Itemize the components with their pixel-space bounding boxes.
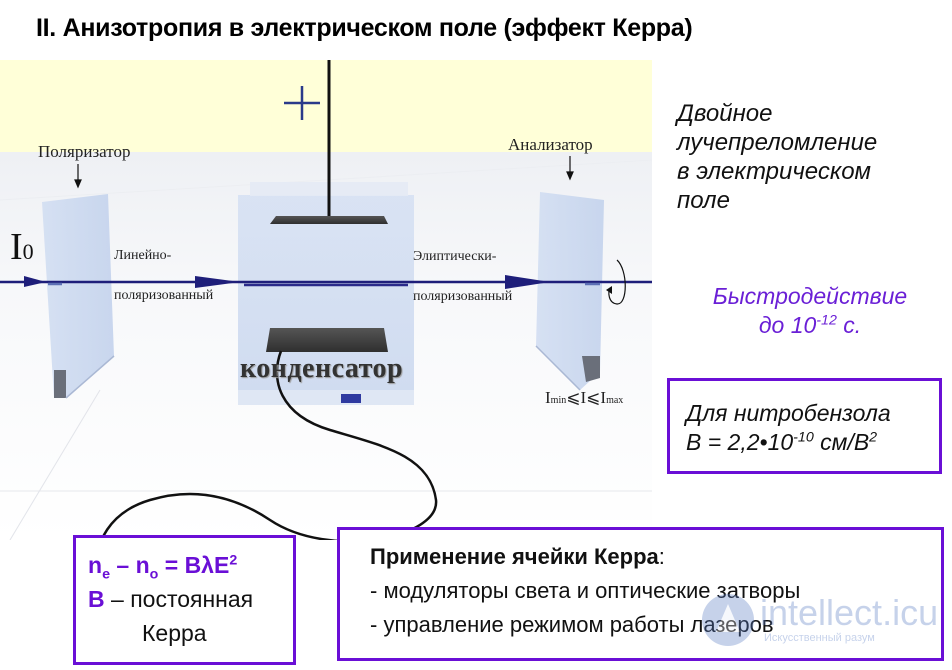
beam-arrow — [505, 275, 550, 289]
birefringence-line: в электрическом — [677, 158, 872, 185]
analyzer-label: Анализатор — [508, 135, 593, 154]
n-symbol: n — [88, 552, 103, 578]
birefringence-note: Двойное лучепреломление в электрическом … — [677, 99, 877, 215]
kerr-constant-unit-exponent: 2 — [869, 429, 878, 446]
kerr-formula: ne – no = BλE2 — [88, 548, 293, 582]
minus-sign: – — [110, 552, 136, 578]
intensity-in-label: I0 — [10, 225, 34, 269]
kerr-constant-definition: B – постоянная — [88, 582, 293, 616]
application-item: - управление режимом работы лазеров — [370, 612, 774, 637]
intensity-range-label: Imin⩽I⩽Imax — [545, 388, 623, 408]
i-max-symbol: I — [600, 388, 607, 407]
formula-exponent: 2 — [229, 552, 238, 569]
nitrobenzene-line1: Для нитробензола — [686, 400, 891, 426]
applications-box: Применение ячейки Керра: - модуляторы св… — [337, 527, 944, 661]
nitrobenzene-line2: В = 2,2•10-10 см/В2 — [686, 428, 939, 457]
intensity-symbol: I — [10, 226, 23, 268]
i-min-symbol: I — [545, 388, 551, 407]
i-max-subscript: max — [606, 395, 624, 406]
arrow-down-icon — [74, 164, 82, 189]
speed-line2: до 10-12 с. — [680, 311, 940, 340]
i-symbol: I — [580, 388, 587, 407]
formula-rhs: = BλE — [158, 552, 230, 578]
polarizer-plate — [42, 194, 115, 399]
less-equal-sign: ⩽ — [566, 388, 581, 407]
kerr-cell — [238, 182, 414, 405]
elliptic-polarized-label-line1: Элиптически- — [413, 249, 497, 264]
blue-block — [341, 394, 361, 403]
slide-title: II. Анизотропия в электрическом поле (эф… — [36, 14, 693, 42]
rotation-arrow-icon — [606, 259, 626, 305]
beam-arrow — [24, 276, 46, 287]
floor-line — [0, 159, 652, 201]
kerr-constant-unit: см/В — [813, 429, 870, 455]
top-electrode-plate — [270, 216, 388, 224]
kerr-effect-diagram: Поляризатор Анализатор I0 Линейно- поляр… — [0, 60, 652, 540]
floor-line — [9, 389, 101, 540]
bottom-electrode-plate — [266, 328, 388, 352]
elliptic-polarized-label-line2: поляризованный — [413, 289, 513, 304]
capacitor-label: конденсатор — [240, 353, 404, 384]
kerr-constant-value: В = 2,2•10 — [686, 429, 794, 455]
linear-polarized-label-line1: Линейно- — [114, 248, 172, 263]
birefringence-line: лучепреломление — [677, 129, 878, 156]
b-description: – постоянная — [104, 586, 254, 612]
b-symbol: B — [88, 586, 105, 612]
speed-exponent: -12 — [816, 312, 837, 329]
application-item: - модуляторы света и оптические затворы — [370, 578, 801, 603]
heading-colon: : — [658, 544, 665, 569]
analyzer-plate — [535, 192, 604, 391]
subscript-e: e — [102, 566, 110, 583]
speed-prefix: до 10 — [758, 312, 817, 338]
less-equal-sign: ⩽ — [586, 388, 601, 407]
speed-note: Быстродействие до 10-12 с. — [680, 282, 940, 340]
kerr-constant-definition-line2: Керра — [142, 620, 207, 646]
polarizer-label: Поляризатор — [38, 142, 131, 161]
i-min-subscript: min — [550, 395, 567, 406]
beam-arrow — [195, 276, 240, 288]
birefringence-line: Двойное — [677, 100, 773, 127]
plus-icon — [284, 86, 320, 120]
n-symbol: n — [135, 552, 150, 578]
subscript-o: o — [149, 566, 159, 583]
applications-heading-text: Применение ячейки Керра — [370, 544, 659, 569]
speed-unit: с. — [836, 312, 862, 338]
light-beam — [0, 275, 652, 289]
birefringence-line: поле — [677, 187, 730, 214]
diagram-graphics — [0, 60, 652, 540]
arrow-down-icon — [566, 156, 574, 181]
linear-polarized-label-line2: поляризованный — [114, 288, 214, 303]
background-band — [0, 60, 652, 152]
formula-box: ne – no = BλE2 B – постоянная Керра — [73, 535, 296, 665]
applications-heading: Применение ячейки Керра: — [370, 540, 941, 574]
nitrobenzene-box: Для нитробензола В = 2,2•10-10 см/В2 — [667, 378, 942, 474]
kerr-constant-exponent: -10 — [793, 429, 814, 446]
intensity-subscript: 0 — [22, 239, 34, 264]
speed-line1: Быстродействие — [712, 283, 908, 309]
